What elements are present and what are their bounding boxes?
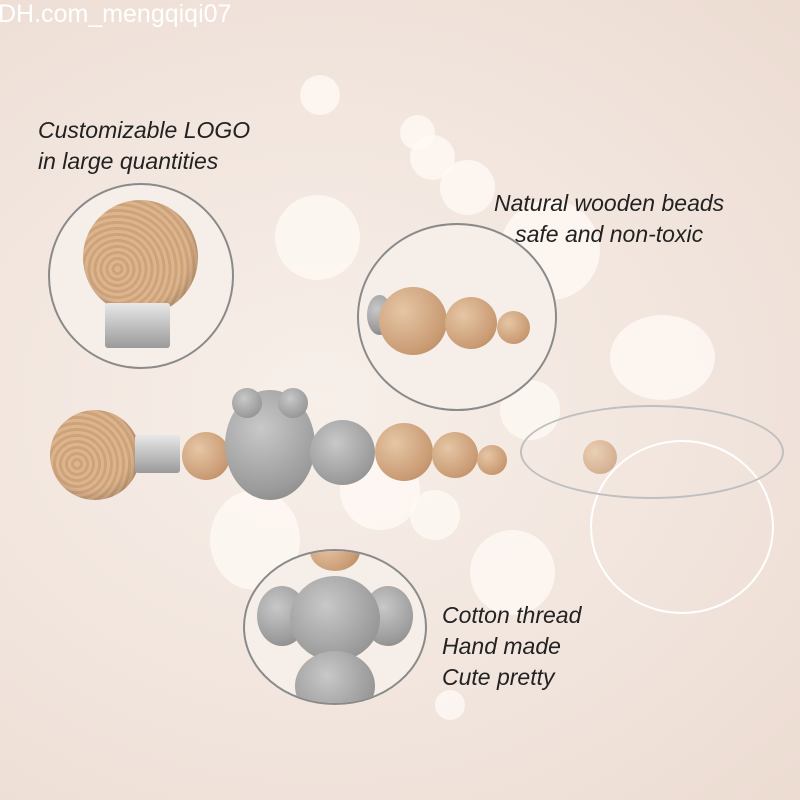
callout-beads: Natural wooden beads safe and non-toxic [494,188,724,250]
callout-logo-line2: in large quantities [38,148,219,174]
watermark: DH.com_mengqiqi07 [0,0,232,28]
callout-beads-line2: safe and non-toxic [515,221,704,247]
callout-thread-line3: Cute pretty [442,664,555,690]
callout-thread: Cotton thread Hand made Cute pretty [442,600,581,693]
callout-beads-line1: Natural wooden beads [494,190,725,216]
callout-thread-line1: Cotton thread [442,602,582,628]
magnifier-beads-detail [357,223,557,411]
callout-thread-line2: Hand made [442,633,561,659]
magnifier-clip-detail [48,183,234,369]
callout-logo-line1: Customizable LOGO [38,117,251,143]
callout-logo: Customizable LOGO in large quantities [38,115,250,177]
magnifier-elephant-detail [243,549,427,705]
